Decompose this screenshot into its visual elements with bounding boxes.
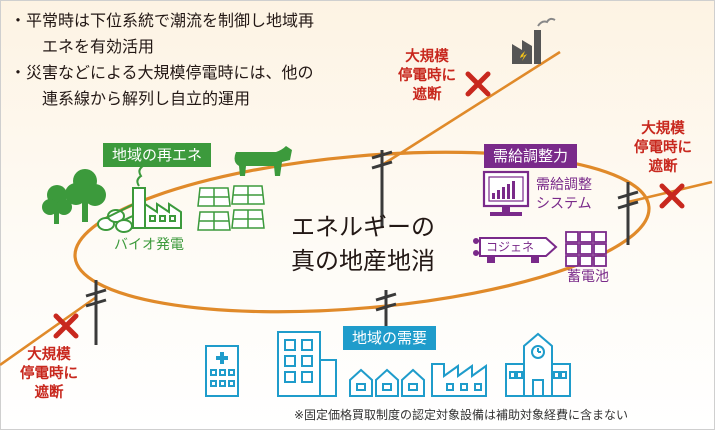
factory-demand-icon [431, 363, 487, 397]
pole-right [617, 182, 639, 245]
trees-icon [42, 169, 106, 224]
cow-icon [234, 146, 292, 176]
cross-top [465, 71, 491, 97]
cogeneration-icon [473, 237, 558, 263]
battery-label: 蓄電池 [567, 269, 609, 285]
bullet-normal-time-cont: エネを有効活用 [42, 37, 155, 56]
line-top [381, 50, 561, 167]
cutoff-label-left: 大規模停電時に遮断 [20, 347, 78, 401]
factory-icon [512, 17, 556, 64]
regional-renewable-tag: 地域の再エネ [103, 143, 212, 167]
school-icon [505, 332, 571, 397]
hospital-icon [205, 345, 239, 397]
supply-demand-adjustment-tag: 需給調整力 [484, 144, 578, 168]
battery-icon [565, 231, 607, 267]
center-title: エネルギーの真の地産地消 [291, 213, 435, 275]
distribution-ring [73, 150, 651, 314]
cutoff-label-right: 大規模停電時に遮断 [634, 121, 692, 175]
office-building-icon [277, 331, 337, 397]
cross-right [659, 183, 685, 209]
cutoff-label-top: 大規模停電時に遮断 [398, 49, 456, 103]
bullet-disaster: ・災害などによる大規模停電時には、他の [10, 63, 314, 82]
pole-top [371, 150, 393, 228]
cross-left [53, 313, 79, 339]
pole-left [85, 280, 107, 345]
logs-icon [97, 203, 147, 233]
houses-icon [349, 368, 425, 397]
regional-demand-tag: 地域の需要 [343, 326, 437, 350]
biomass-plant-icon [132, 165, 182, 229]
solar-panels-icon [197, 185, 265, 231]
supply-demand-system-label: 需給調整システム [536, 177, 592, 212]
line-left [0, 296, 96, 367]
pole-bottom [375, 290, 397, 332]
monitor-icon [482, 170, 530, 216]
cogeneration-label: コジェネ [486, 240, 535, 254]
bullet-normal-time: ・平常時は下位系統で潮流を制御し地域再 [10, 11, 315, 30]
footnote: ※固定価格買取制度の認定対象設備は補助対象経費に含まない [294, 408, 629, 422]
bullet-disaster-cont: 連系線から解列し自立的運用 [42, 89, 251, 108]
biomass-label: バイオ発電 [114, 237, 184, 253]
